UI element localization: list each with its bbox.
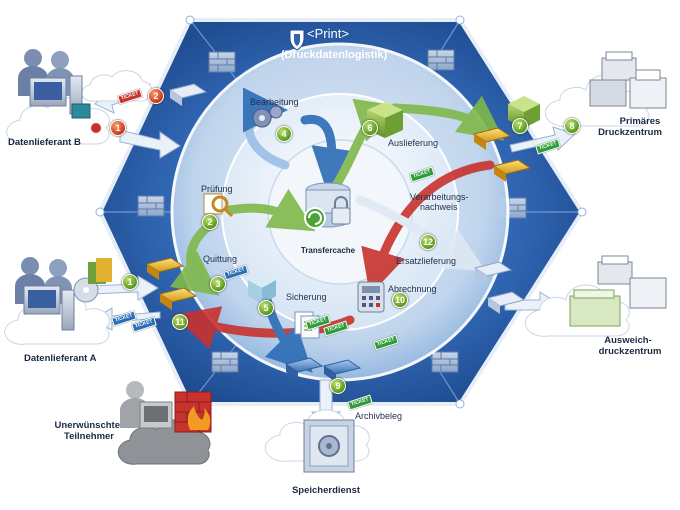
unerwuenscht-icon [120, 381, 212, 433]
magnifier-icon [203, 193, 234, 218]
shield-logo-icon [289, 29, 305, 51]
lieferant-a-icon [15, 257, 112, 331]
ausweich-druckzentrum-icon [569, 255, 667, 327]
calculator-icon [357, 281, 385, 313]
gear-icon [252, 105, 283, 128]
flow-arrows [169, 87, 505, 373]
backup-cube-icon [248, 272, 276, 304]
speicherdienst-safe-icon [303, 419, 355, 473]
transfercache-icon [304, 182, 351, 229]
documents-icon [294, 311, 320, 339]
lieferant-b-icon [18, 49, 101, 133]
primaer-druckzentrum-icon [508, 51, 667, 128]
tray-icons [145, 83, 532, 382]
